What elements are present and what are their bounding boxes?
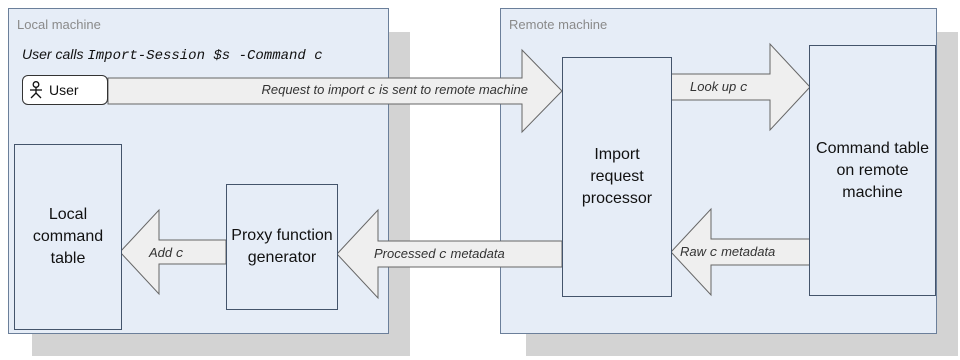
lookup-arrow-label: Look up c — [690, 79, 748, 95]
request-arrow — [107, 48, 563, 134]
local-command-table: Local command table — [14, 144, 122, 330]
user-label: User — [49, 82, 79, 98]
call-code: Import-Session $s -Command c — [87, 48, 323, 64]
add-arrow — [119, 208, 227, 296]
user-call-line: User calls Import-Session $s -Command c — [22, 46, 323, 64]
request-arrow-label: Request to import c is sent to remote ma… — [261, 82, 528, 98]
import-request-processor: Import request processor — [562, 57, 672, 297]
remote-command-table: Command table on remote machine — [809, 45, 936, 296]
request-var: c — [367, 83, 376, 98]
add-var: c — [175, 246, 184, 261]
processed-metadata-arrow-label: Processed c metadata — [374, 246, 505, 262]
lookup-arrow — [670, 42, 811, 132]
local-machine-title: Local machine — [17, 17, 101, 32]
user-box: User — [22, 75, 108, 105]
user-icon — [30, 81, 42, 99]
processed-var: c — [439, 247, 447, 262]
remote-machine-title: Remote machine — [509, 17, 608, 32]
add-arrow-label: Add c — [149, 245, 184, 261]
processed-metadata-arrow — [336, 208, 563, 300]
raw-metadata-arrow — [670, 207, 811, 297]
lookup-var: c — [739, 80, 748, 95]
call-prefix: User calls — [22, 46, 84, 62]
proxy-function-generator: Proxy function generator — [226, 184, 338, 310]
raw-var: c — [709, 245, 718, 260]
raw-metadata-arrow-label: Raw c metadata — [680, 244, 776, 260]
